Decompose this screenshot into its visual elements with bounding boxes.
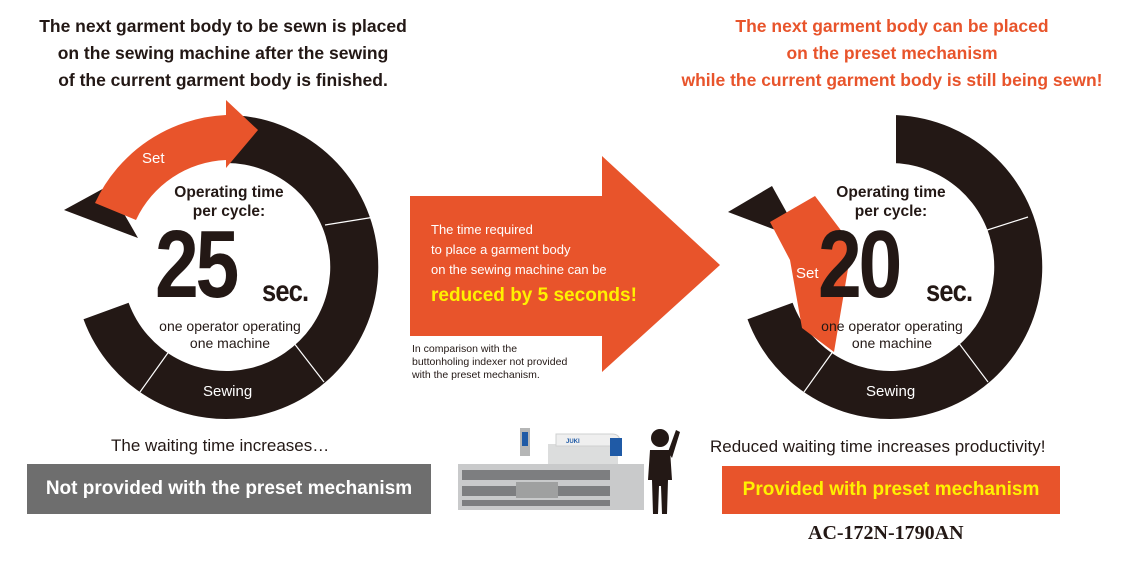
right-time-unit: sec.: [926, 275, 973, 308]
right-set-segment: [770, 196, 852, 352]
right-set-label: Set: [796, 265, 819, 282]
left-heading: The next garment body to be sewn is plac…: [39, 16, 407, 90]
model-number: AC-172N-1790AN: [808, 522, 964, 544]
left-orange-arrowhead: [226, 100, 258, 168]
center-arrow-highlight: reduced by 5 seconds!: [431, 285, 637, 306]
right-time-value: 20: [818, 211, 902, 318]
right-box-label: Provided with preset mechanism: [742, 479, 1040, 500]
right-caption: Reduced waiting time increases productiv…: [710, 437, 1046, 456]
left-operator-text: one operator operating one machine: [159, 318, 301, 351]
right-heading: The next garment body can be placed on t…: [681, 16, 1103, 90]
left-status-box: Not provided with the preset mechanism: [27, 464, 431, 514]
right-operator-text: one operator operating one machine: [821, 318, 963, 351]
center-note: In comparison with the buttonholing inde…: [412, 343, 568, 381]
left-set-label: Set: [142, 150, 165, 167]
left-cycle-title: Operating time per cycle:: [174, 184, 284, 220]
right-sewing-label: Sewing: [866, 383, 916, 400]
left-sewing-segment: [83, 114, 379, 419]
right-cycle-title: Operating time per cycle:: [836, 184, 946, 220]
center-arrow-text: The time required to place a garment bod…: [431, 222, 607, 277]
left-caption: The waiting time increases…: [111, 436, 330, 455]
right-status-box: Provided with preset mechanism: [722, 466, 1060, 514]
left-time-value: 25: [155, 211, 239, 318]
left-dark-arrowhead: [64, 186, 138, 238]
machine-brand: JUKI: [566, 439, 580, 445]
left-box-label: Not provided with the preset mechanism: [45, 478, 413, 499]
right-sewing-segment: [747, 114, 1043, 419]
left-sewing-label: Sewing: [203, 383, 253, 400]
left-set-segment: [95, 115, 226, 220]
left-time-unit: sec.: [262, 275, 309, 308]
